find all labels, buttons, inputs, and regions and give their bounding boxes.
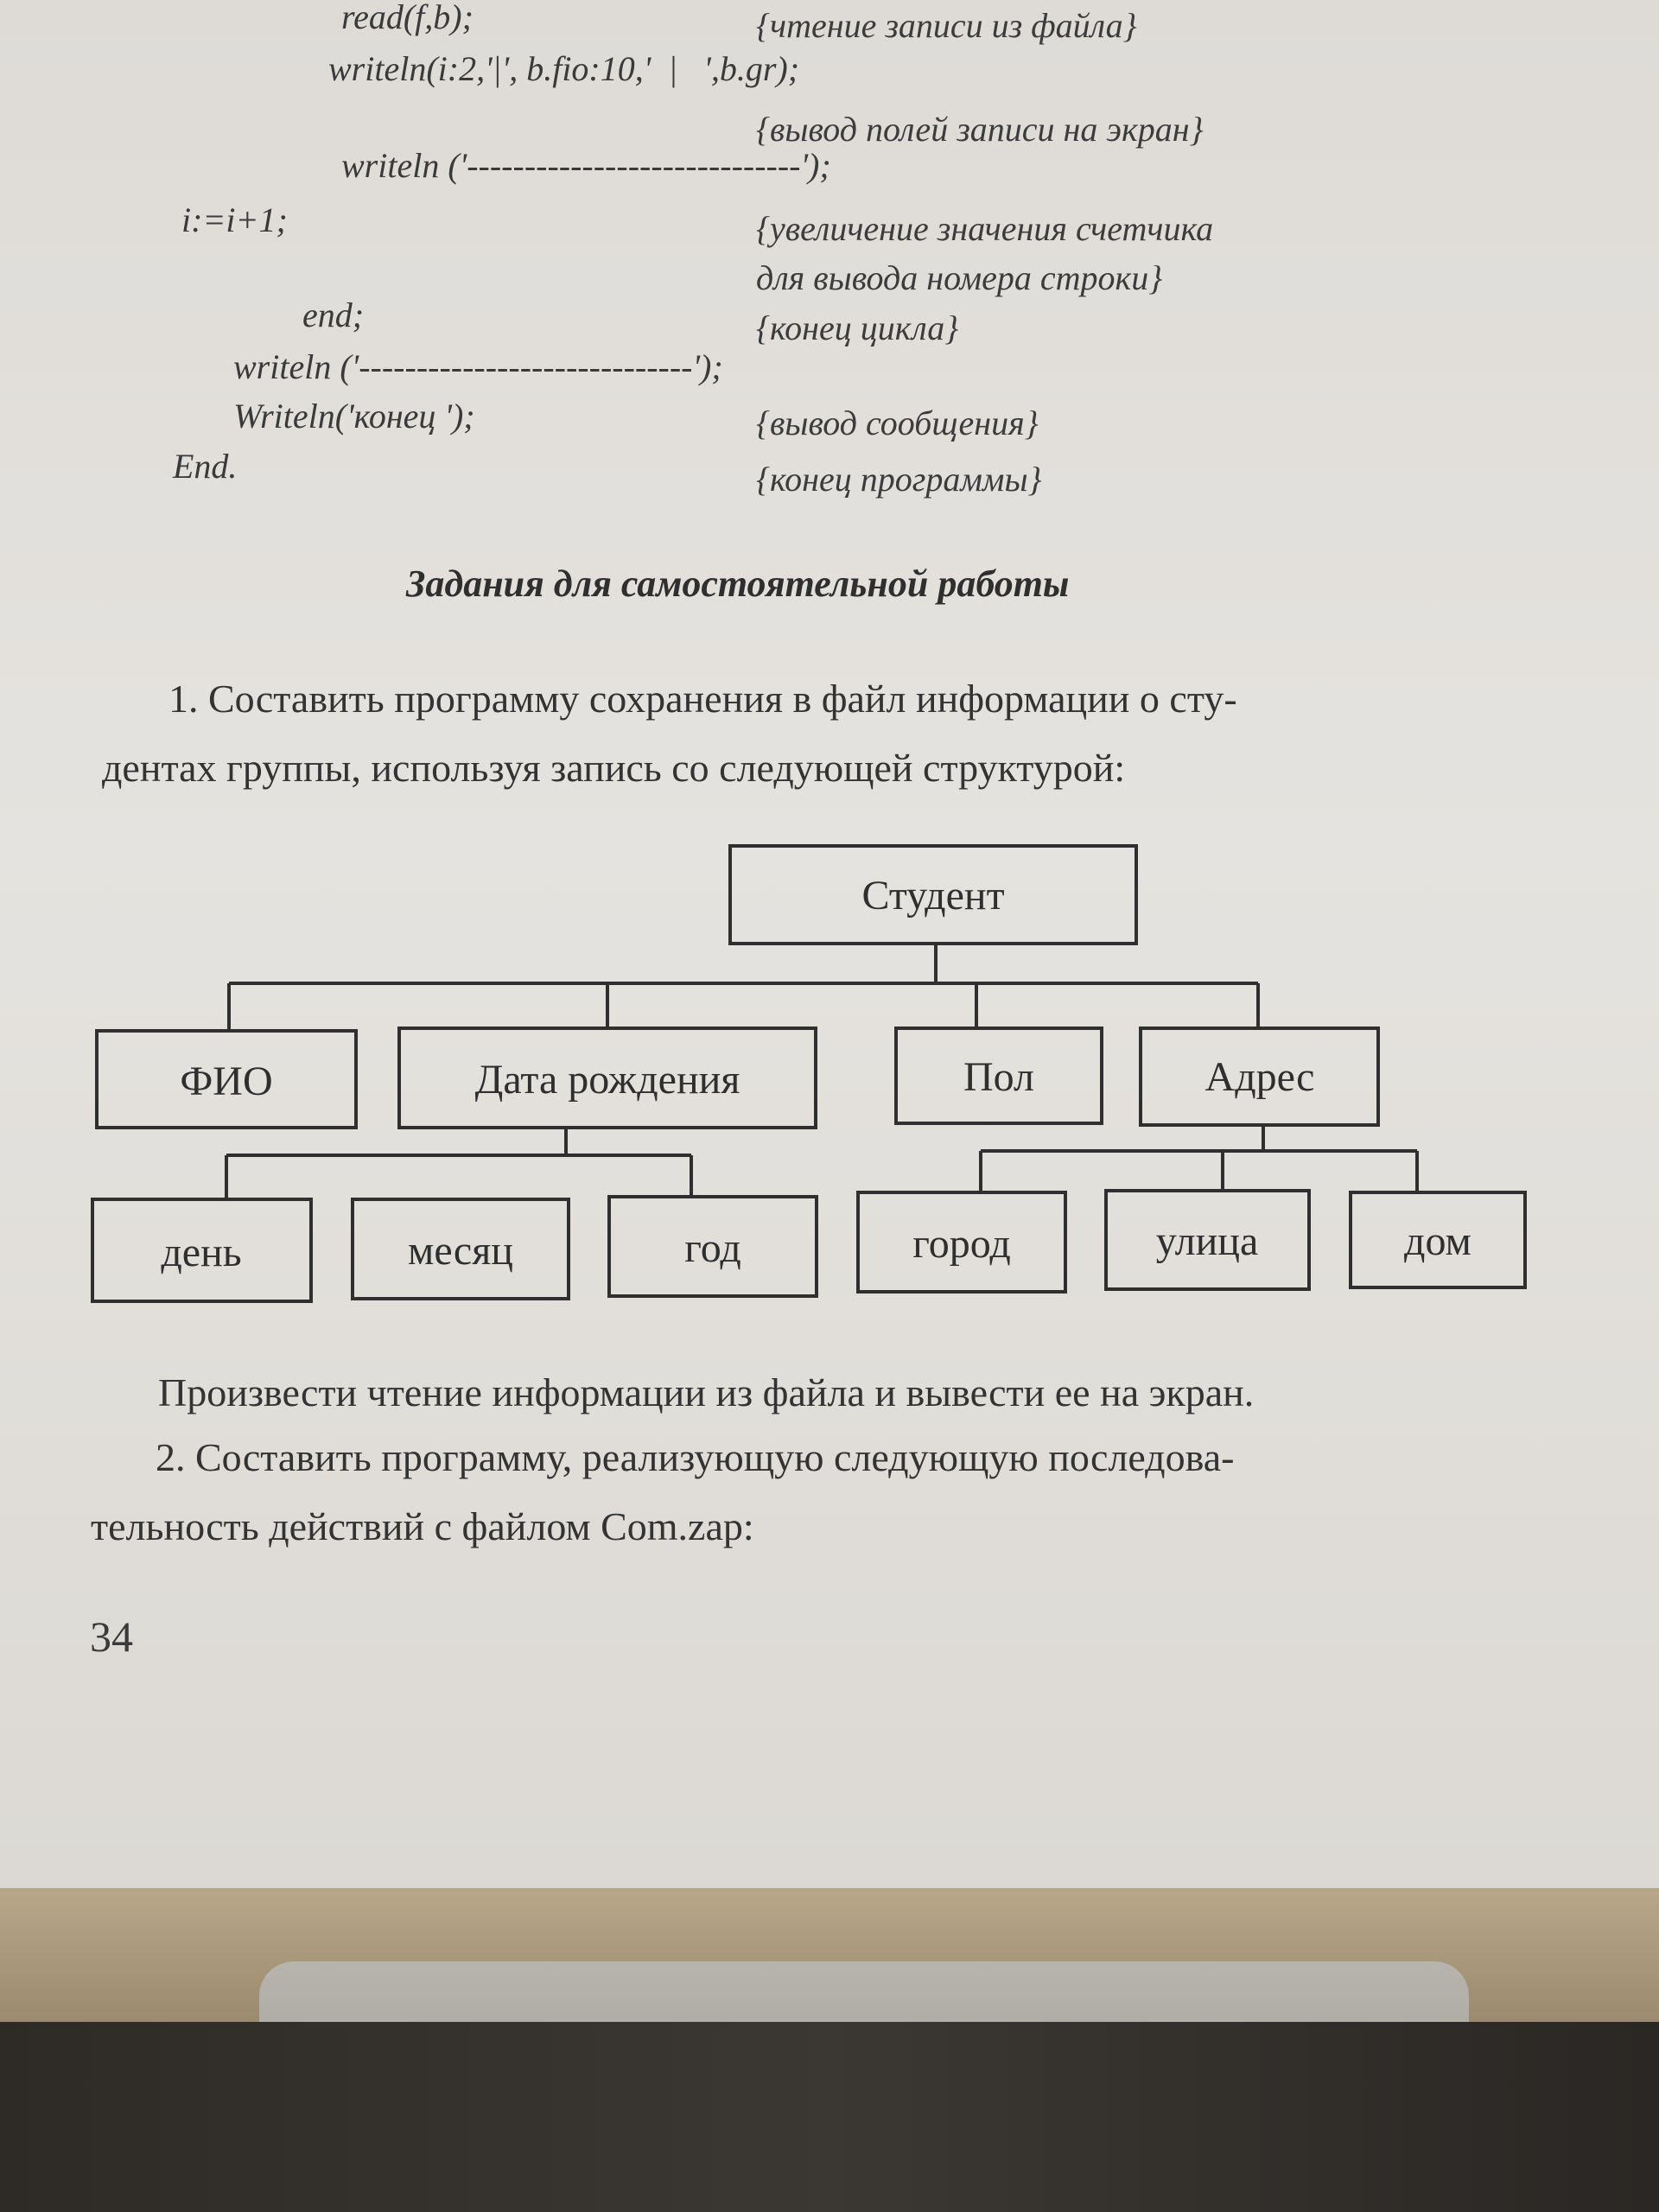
code-comment-10: {конец программы} (756, 460, 1042, 499)
code-comment-7: {конец цикла} (756, 308, 959, 347)
after-diagram-text: Произвести чтение информации из файла и … (158, 1370, 1255, 1414)
node-house: дом (1349, 1191, 1527, 1289)
section-heading: Задания для самостоятельной работы (406, 563, 1070, 605)
node-address: Адрес (1139, 1027, 1380, 1127)
node-fio: ФИО (95, 1029, 358, 1129)
node-fio-label: ФИО (180, 1058, 272, 1104)
structure-diagram: Студент ФИО Дата рождения Пол Адрес день… (91, 844, 1527, 1303)
code-line-10: End. (173, 447, 238, 486)
node-address-label: Адрес (1205, 1054, 1315, 1100)
page-number: 34 (90, 1612, 133, 1661)
node-birth-date: Дата рождения (397, 1027, 817, 1129)
code-comment-9: {вывод сообщения} (756, 404, 1039, 442)
task2-line2: тельность действий с файлом Com.zap: (91, 1504, 754, 1548)
code-line-9: Writeln('конец '); (233, 397, 475, 435)
code-line-2: writeln(i:2,'|', b.fio:10,' | ',b.gr); (328, 49, 800, 88)
task1-line1: 1. Составить программу сохранения в файл… (168, 677, 1237, 721)
code-comment-3: {вывод полей записи на экран} (756, 110, 1204, 149)
code-line-7: end; (302, 296, 365, 334)
node-city-label: город (912, 1221, 1011, 1267)
task1-line2: дентах группы, используя запись со следу… (102, 746, 1126, 790)
code-comment-5: {увеличение значения счетчика (756, 209, 1214, 248)
node-street-label: улица (1156, 1218, 1259, 1264)
code-line-5: i:=i+1; (181, 200, 288, 239)
code-comment-1: {чтение записи из файла} (756, 6, 1137, 45)
node-sex: Пол (894, 1027, 1103, 1125)
node-month: месяц (351, 1198, 570, 1300)
node-day-label: день (161, 1230, 241, 1275)
node-city: город (856, 1191, 1067, 1294)
node-day: день (91, 1198, 313, 1303)
desk-shadow (0, 2022, 1659, 2212)
node-student: Студент (728, 844, 1138, 945)
node-month-label: месяц (408, 1228, 513, 1274)
code-line-8: writeln ('-----------------------------'… (233, 347, 723, 386)
node-year: год (607, 1195, 818, 1298)
node-birth-date-label: Дата рождения (475, 1057, 741, 1103)
code-comment-6: для вывода номера строки} (756, 258, 1163, 297)
code-line-1: read(f,b); (341, 0, 474, 36)
code-line-4: writeln ('-----------------------------'… (341, 146, 831, 185)
node-sex-label: Пол (963, 1054, 1034, 1100)
node-student-label: Студент (861, 873, 1004, 918)
node-year-label: год (684, 1225, 741, 1271)
node-street: улица (1104, 1189, 1311, 1291)
node-house-label: дом (1404, 1218, 1471, 1264)
task2-line1: 2. Составить программу, реализующую след… (156, 1435, 1235, 1479)
